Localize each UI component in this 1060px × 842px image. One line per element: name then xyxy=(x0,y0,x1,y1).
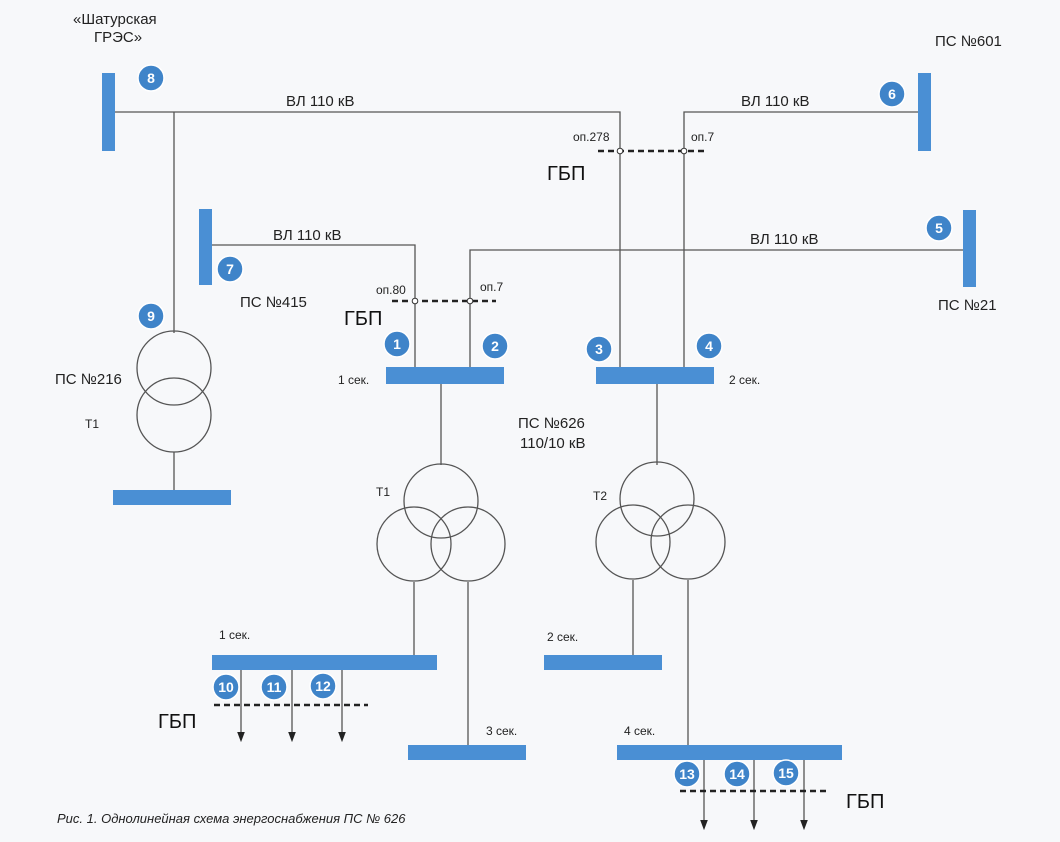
label-vl-mid-left: ВЛ 110 кВ xyxy=(273,227,342,244)
badge-8: 8 xyxy=(137,64,165,92)
badge-11: 11 xyxy=(260,673,288,701)
label-sec1-hv: 1 сек. xyxy=(338,373,369,387)
label-shatura-line1: «Шатурская xyxy=(73,11,157,28)
label-vl-top-left: ВЛ 110 кВ xyxy=(286,93,355,110)
label-ps626-line2: 110/10 кВ xyxy=(520,435,586,452)
bus-ps21 xyxy=(963,210,976,287)
label-sec2-lv: 2 сек. xyxy=(547,630,578,644)
label-ps415: ПС №415 xyxy=(240,294,307,311)
svg-text:4: 4 xyxy=(705,338,713,354)
label-gbp-right: ГБП xyxy=(846,791,884,813)
op80-node xyxy=(411,297,419,305)
label-op80: оп.80 xyxy=(376,283,406,297)
svg-text:14: 14 xyxy=(729,766,745,782)
badge-15: 15 xyxy=(772,759,800,787)
label-gbp-left: ГБП xyxy=(158,711,196,733)
label-gbp-mid: ГБП xyxy=(344,308,382,330)
bus-ps601 xyxy=(918,73,931,151)
bus-lv-sec2 xyxy=(544,655,662,670)
svg-text:1: 1 xyxy=(393,336,401,352)
transformers xyxy=(136,330,726,582)
label-op7-mid: оп.7 xyxy=(480,280,504,294)
transformer-ps626-t2 xyxy=(595,461,726,580)
label-t2-626: Т2 xyxy=(593,489,607,503)
svg-text:5: 5 xyxy=(935,220,943,236)
figure-caption: Рис. 1. Однолинейная схема энергоснабжен… xyxy=(57,811,406,826)
vl-ps415-line xyxy=(212,244,416,367)
vl-ps601-line xyxy=(683,111,918,367)
badge-3: 3 xyxy=(585,335,613,363)
transformer-ps216-t1 xyxy=(136,330,212,453)
badge-2: 2 xyxy=(481,332,509,360)
badge-1: 1 xyxy=(383,330,411,358)
label-vl-mid-right: ВЛ 110 кВ xyxy=(750,231,819,248)
badge-4: 4 xyxy=(695,332,723,360)
badge-9: 9 xyxy=(137,302,165,330)
vl-shatura-line xyxy=(115,111,621,367)
label-op278: оп.278 xyxy=(573,130,610,144)
bus-shatura xyxy=(102,73,115,151)
badge-12: 12 xyxy=(309,672,337,700)
badge-5: 5 xyxy=(925,214,953,242)
label-ps21: ПС №21 xyxy=(938,297,997,314)
label-sec2-hv: 2 сек. xyxy=(729,373,760,387)
label-sec3-lv: 3 сек. xyxy=(486,724,517,738)
bus-ps626-hv-sec1 xyxy=(386,367,504,384)
op7-top-node xyxy=(680,147,688,155)
label-sec1-lv: 1 сек. xyxy=(219,628,250,642)
badge-7: 7 xyxy=(216,255,244,283)
label-gbp-top: ГБП xyxy=(547,163,585,185)
svg-text:10: 10 xyxy=(218,679,234,695)
label-ps601: ПС №601 xyxy=(935,33,1002,50)
labels: «Шатурская ГРЭС» ПС №601 ВЛ 110 кВ ВЛ 11… xyxy=(55,11,1002,826)
wires xyxy=(115,111,963,831)
svg-text:9: 9 xyxy=(147,308,155,324)
bus-lv-sec3 xyxy=(408,745,526,760)
svg-text:12: 12 xyxy=(315,678,331,694)
vl-ps21-line xyxy=(469,249,963,367)
badge-13: 13 xyxy=(673,760,701,788)
badge-14: 14 xyxy=(723,760,751,788)
label-ps216: ПС №216 xyxy=(55,371,122,388)
badge-6: 6 xyxy=(878,80,906,108)
buses xyxy=(102,73,976,760)
label-t1-216: Т1 xyxy=(85,417,99,431)
svg-text:6: 6 xyxy=(888,86,896,102)
op278-node xyxy=(616,147,624,155)
bus-ps415 xyxy=(199,209,212,285)
badge-10: 10 xyxy=(212,673,240,701)
svg-text:15: 15 xyxy=(778,765,794,781)
svg-text:8: 8 xyxy=(147,70,155,86)
svg-text:2: 2 xyxy=(491,338,499,354)
op7-mid-node xyxy=(466,297,474,305)
bus-lv-sec1 xyxy=(212,655,437,670)
label-vl-top-right: ВЛ 110 кВ xyxy=(741,93,810,110)
bus-ps626-hv-sec2 xyxy=(596,367,714,384)
boundary-lines xyxy=(214,147,830,793)
transformer-ps626-t1 xyxy=(376,463,506,582)
label-shatura-line2: ГРЭС» xyxy=(94,29,142,46)
label-ps626-line1: ПС №626 xyxy=(518,415,585,432)
label-sec4-lv: 4 сек. xyxy=(624,724,655,738)
label-t1-626: Т1 xyxy=(376,485,390,499)
badges: 1 2 3 4 5 6 7 8 9 10 11 12 13 14 15 xyxy=(137,64,953,788)
bus-ps216-lv xyxy=(113,490,231,505)
label-op7-top: оп.7 xyxy=(691,130,715,144)
svg-text:11: 11 xyxy=(267,679,282,695)
svg-text:7: 7 xyxy=(226,261,234,277)
bus-lv-sec4 xyxy=(617,745,842,760)
svg-text:13: 13 xyxy=(679,766,695,782)
svg-text:3: 3 xyxy=(595,341,603,357)
